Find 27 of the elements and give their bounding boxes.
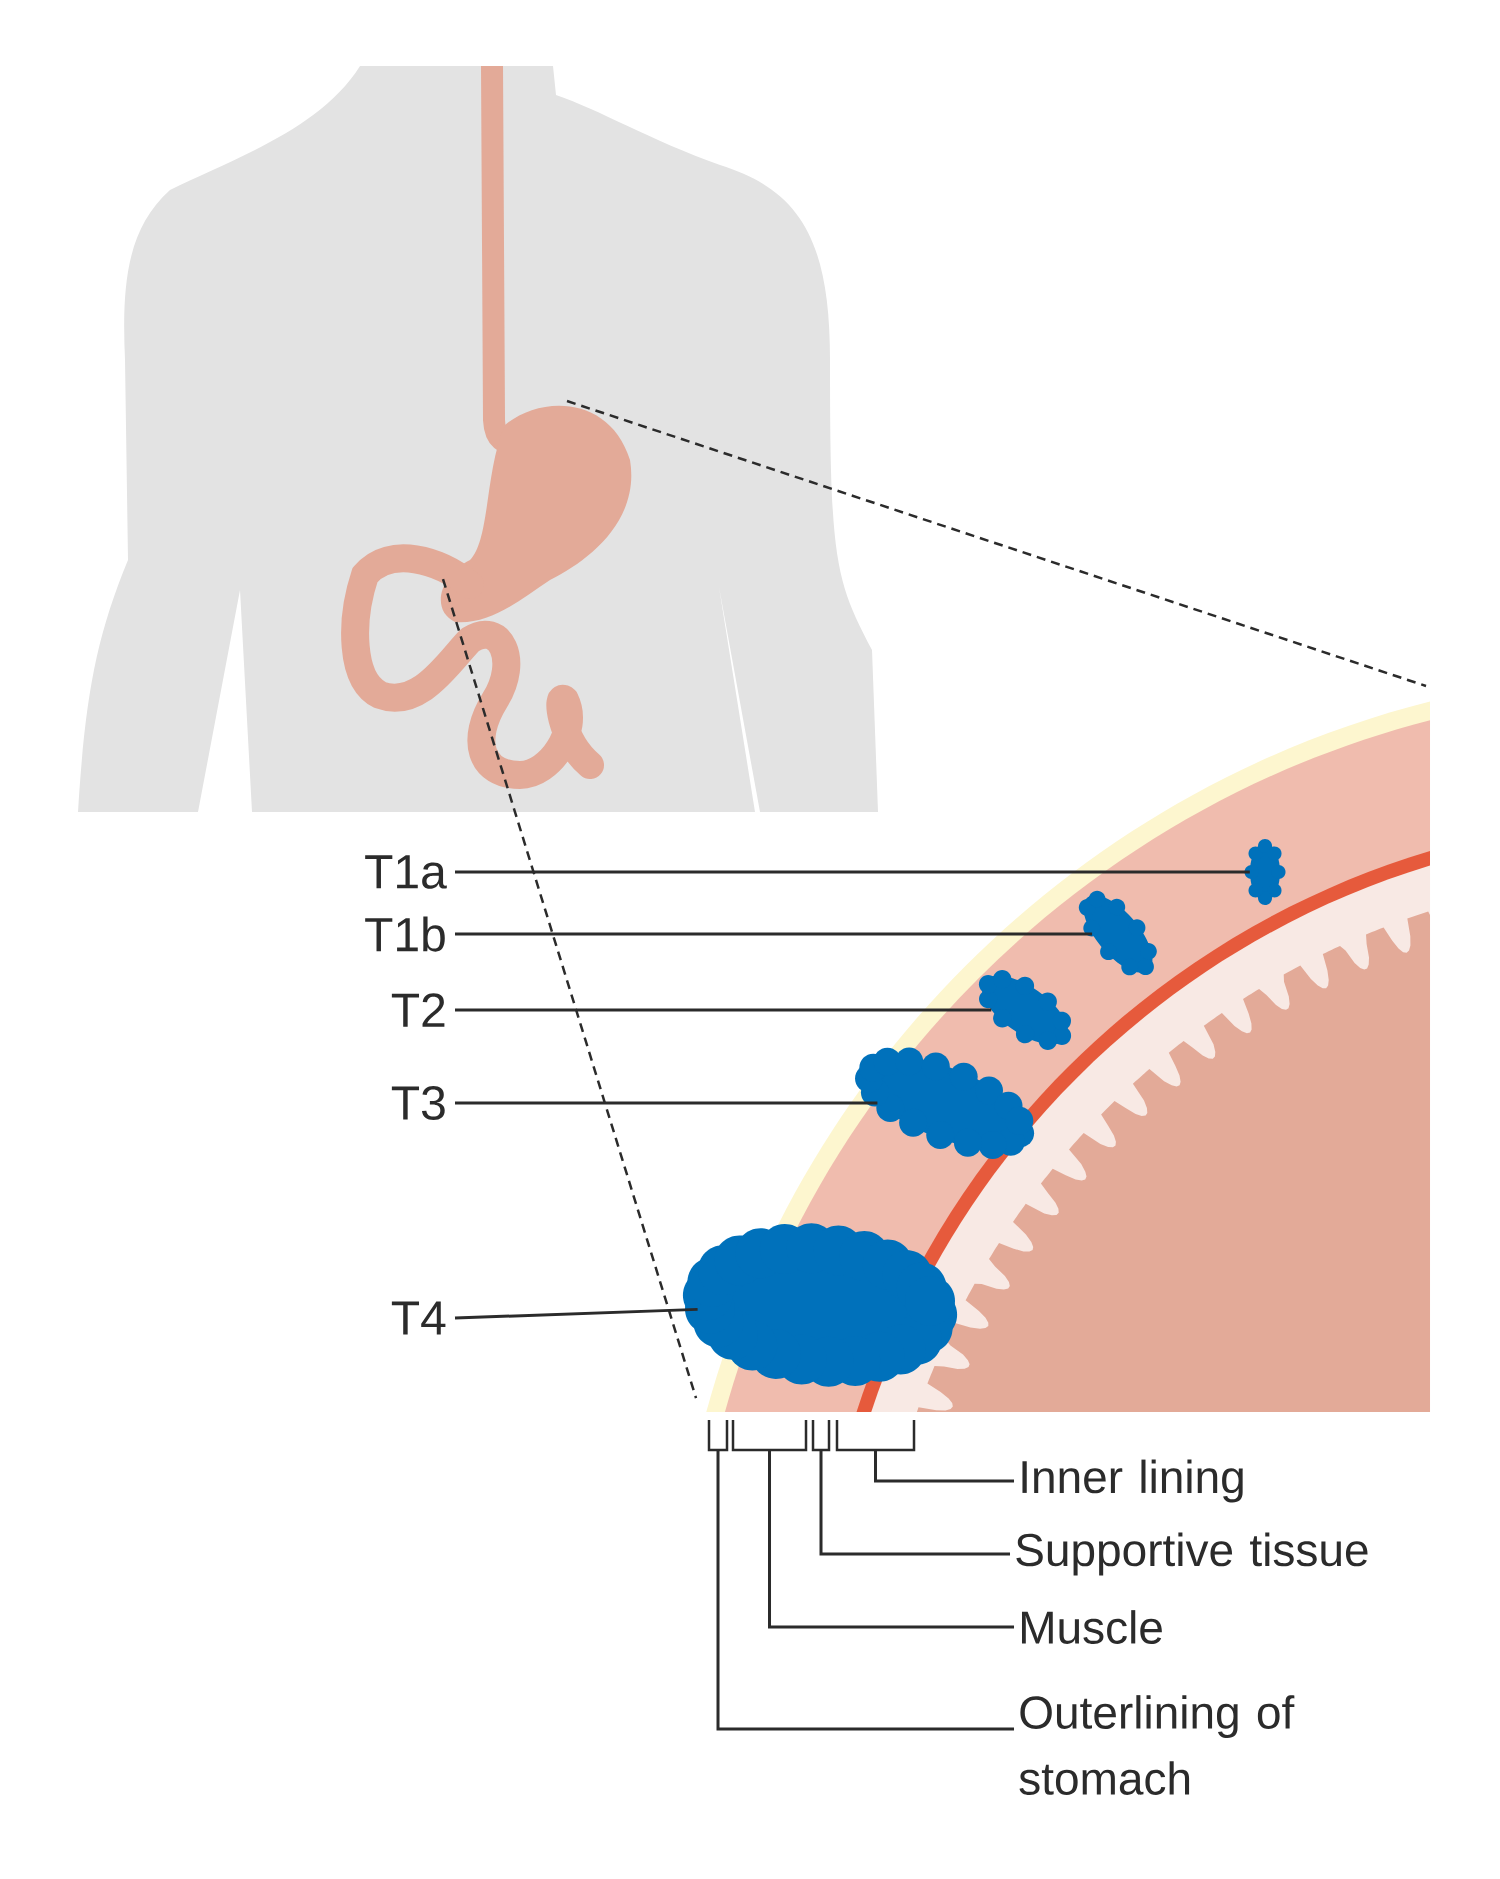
tumour [978,970,1072,1050]
leader-line [454,1307,698,1320]
stage-label: T3 [391,1086,445,1120]
tumour [682,1223,958,1387]
layer-bracket [707,1420,729,1452]
leader-line [819,1450,1010,1556]
stage-label: T2 [391,993,445,1027]
layer-label: Inner lining [1022,1459,1243,1503]
tumour [1244,838,1286,906]
stage-label: T4 [391,1301,446,1335]
layer-label: Outerlining of stomach [1019,1695,1295,1795]
layer-bracket [731,1420,808,1452]
tumour [855,1047,1035,1160]
leader-line [455,1008,992,1012]
tumour [1078,890,1157,976]
layer-label: Supportive tissue [1016,1532,1368,1576]
leader-line [768,1450,1014,1629]
leader-line [716,1450,1014,1731]
stage-label: T1a [365,855,447,889]
leader-line [874,1450,1014,1483]
stage-label: T1b [365,916,445,952]
leader-line [455,870,1250,874]
layer-bracket [811,1420,831,1452]
layer-label: Muscle [1022,1610,1162,1644]
leader-line [455,1101,878,1105]
layer-bracket [835,1420,916,1452]
leader-line [455,932,1093,936]
